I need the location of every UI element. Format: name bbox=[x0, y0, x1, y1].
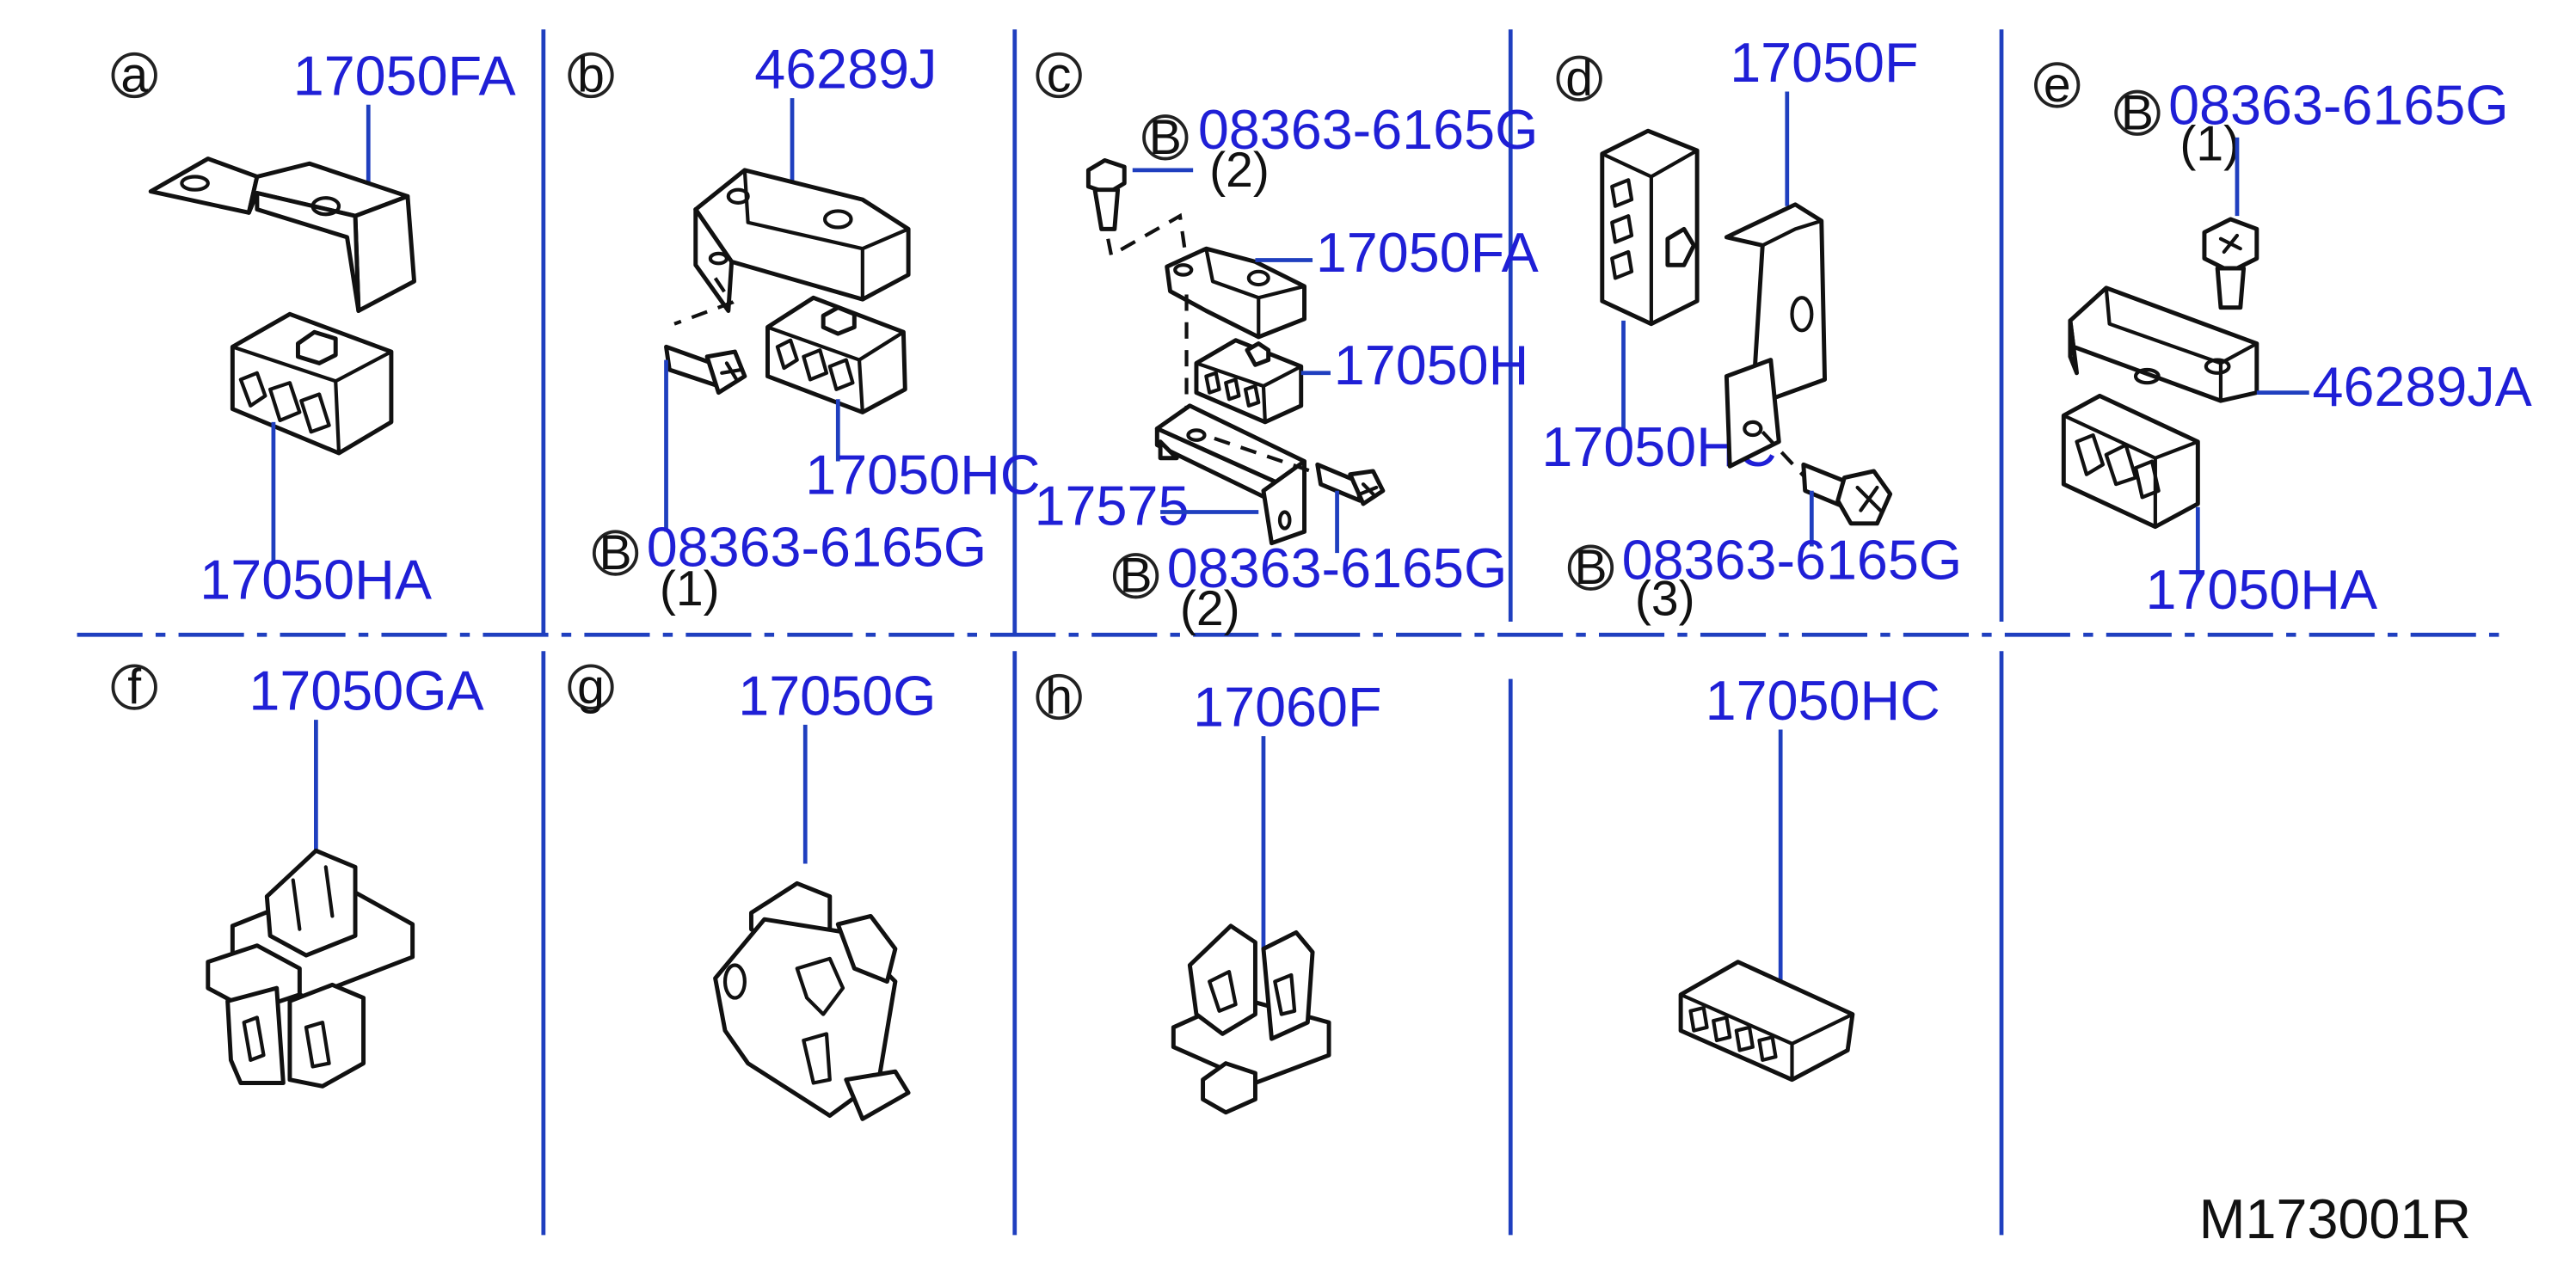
part-number-c-bolt-bottom[interactable]: 08363-6165G bbox=[1167, 537, 1508, 599]
bolt-marker-b bbox=[592, 530, 639, 576]
part-number-c-bolt-top[interactable]: 08363-6165G bbox=[1198, 98, 1539, 161]
part-number-b-17050HC[interactable]: 17050HC bbox=[805, 444, 1040, 506]
bracket-a-drawing bbox=[148, 156, 417, 313]
quantity-c-bolt-top: (2) bbox=[1209, 143, 1270, 198]
section-a-marker bbox=[111, 52, 157, 99]
part-number-e-46289JA[interactable]: 46289JA bbox=[2313, 355, 2533, 418]
part-number-f-17050GA[interactable]: 17050GA bbox=[249, 659, 484, 722]
section-h-letter: h bbox=[1045, 670, 1073, 725]
clip-i-drawing bbox=[1678, 960, 1855, 1083]
clip-c-drawing bbox=[1194, 338, 1304, 425]
section-a-letter: a bbox=[120, 48, 148, 103]
bolt-marker-d-label: B bbox=[1574, 540, 1607, 595]
quantity-c-bolt-bottom: (2) bbox=[1180, 581, 1240, 636]
quantity-e-bolt: (1) bbox=[2179, 116, 2240, 171]
section-g-letter: g bbox=[577, 659, 605, 715]
bolt-marker-c-bottom bbox=[1112, 553, 1159, 599]
section-b-letter: b bbox=[577, 48, 605, 103]
part-number-b-46289J[interactable]: 46289J bbox=[754, 38, 937, 101]
bolt-marker-b-label: B bbox=[599, 525, 632, 580]
clip-e-drawing bbox=[2061, 393, 2200, 530]
section-e: e B 08363-6165G (1) 46289JA 17050HA bbox=[2034, 58, 2533, 621]
bracket-b-drawing bbox=[693, 168, 911, 313]
diagram-reference-code: M173001R bbox=[2199, 1187, 2471, 1250]
bolt-e-drawing bbox=[2202, 217, 2259, 310]
section-f: f 17050GA bbox=[111, 659, 485, 1089]
bracket-c-upper-drawing bbox=[1165, 246, 1306, 340]
quantity-b-bolt: (1) bbox=[660, 561, 720, 617]
section-g-marker bbox=[568, 664, 614, 710]
section-a: a 17050FA 17050HA bbox=[111, 44, 517, 610]
quantity-d-bolt: (3) bbox=[1635, 571, 1695, 626]
bolt-b-drawing bbox=[664, 344, 747, 396]
section-e-letter: e bbox=[2044, 58, 2071, 113]
section-b-marker bbox=[568, 52, 614, 99]
part-number-e-17050HA[interactable]: 17050HA bbox=[2145, 558, 2378, 621]
part-number-a-17050HA[interactable]: 17050HA bbox=[200, 548, 433, 610]
part-number-d-bolt[interactable]: 08363-6165G bbox=[1622, 529, 1963, 592]
panel-separators bbox=[77, 29, 2512, 1236]
part-number-c-17575[interactable]: 17575 bbox=[1035, 475, 1190, 537]
section-h-marker bbox=[1036, 673, 1082, 721]
section-b: b 46289J 17050HC B 08363-6165G bbox=[568, 38, 1040, 617]
part-number-e-bolt[interactable]: 08363-6165G bbox=[2168, 74, 2509, 137]
section-d-letter: d bbox=[1565, 51, 1593, 106]
bolt-marker-e-label: B bbox=[2121, 85, 2154, 140]
clip-a-drawing bbox=[230, 311, 394, 456]
section-e-marker bbox=[2034, 62, 2081, 108]
bolt-c-bottom-drawing bbox=[1315, 462, 1386, 506]
part-number-c-17050H[interactable]: 17050H bbox=[1334, 334, 1529, 396]
bracket-c-lower-drawing bbox=[1154, 403, 1306, 546]
part-number-i-17050HC[interactable]: 17050HC bbox=[1706, 669, 1940, 732]
bolt-marker-c-top bbox=[1142, 114, 1189, 161]
bolt-marker-c-top-label: B bbox=[1149, 110, 1182, 165]
part-number-h-17060F[interactable]: 17060F bbox=[1193, 676, 1381, 739]
bolt-marker-c-bottom-label: B bbox=[1120, 549, 1153, 604]
part-number-g-17050G[interactable]: 17050G bbox=[738, 664, 936, 727]
section-d-marker bbox=[1556, 55, 1602, 101]
clip-d-drawing bbox=[1600, 128, 1700, 327]
part-number-b-bolt[interactable]: 08363-6165G bbox=[647, 515, 987, 578]
bolt-c-top-drawing bbox=[1085, 157, 1127, 231]
section-f-letter: f bbox=[127, 659, 141, 715]
clip-h-drawing bbox=[1171, 923, 1331, 1115]
bolt-marker-e bbox=[2114, 89, 2161, 136]
part-number-c-17050FA[interactable]: 17050FA bbox=[1316, 221, 1540, 284]
section-c-letter: c bbox=[1047, 48, 1072, 103]
section-h: h 17060F bbox=[1036, 670, 1381, 1115]
part-number-a-17050FA[interactable]: 17050FA bbox=[293, 44, 517, 107]
clip-g-drawing bbox=[713, 880, 911, 1121]
clip-b-drawing bbox=[765, 295, 907, 414]
section-c: c B 08363-6165G (2) 17050FA 17050H bbox=[1035, 48, 1540, 636]
section-d: d 17050F 17050HC B 08363-6165G (3) bbox=[1541, 31, 1962, 626]
section-i: 17050HC bbox=[1678, 669, 1940, 1083]
section-c-marker bbox=[1036, 52, 1082, 99]
bolt-marker-d bbox=[1567, 544, 1614, 591]
section-f-marker bbox=[111, 664, 157, 710]
section-g: g 17050G bbox=[568, 659, 936, 1121]
bolt-d-drawing bbox=[1801, 462, 1893, 526]
bracket-d-drawing bbox=[1724, 202, 1828, 469]
clip-f-drawing bbox=[206, 848, 415, 1089]
part-number-d-17050F[interactable]: 17050F bbox=[1730, 31, 1918, 94]
